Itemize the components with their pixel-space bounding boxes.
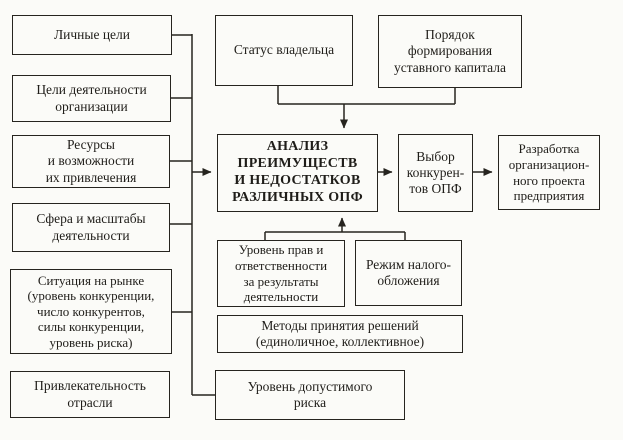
box-rights-responsibility-label: Уровень прав и ответственности за резуль… [234, 242, 328, 305]
box-decision-methods-label: Методы принятия решений (единоличное, ко… [255, 317, 425, 349]
box-personal-goals-label: Личные цели [53, 26, 130, 42]
box-capital-formation: Порядок формирования уставного капитала [378, 15, 522, 88]
box-industry-attractiveness: Привлекательность отрасли [10, 371, 170, 418]
box-organization-goals: Цели деятельности организации [12, 75, 171, 122]
box-risk-level-label: Уровень допустимого риска [247, 378, 373, 410]
box-owner-status: Статус владельца [215, 15, 353, 86]
box-tax-regime-label: Режим налого- обложения [365, 256, 452, 288]
box-rights-responsibility: Уровень прав и ответственности за резуль… [217, 240, 345, 307]
box-org-project-development: Разработка организацион- ного проекта пр… [498, 135, 600, 210]
box-capital-formation-label: Порядок формирования уставного капитала [394, 27, 506, 75]
box-decision-methods: Методы принятия решений (единоличное, ко… [217, 315, 463, 353]
box-resources: Ресурсы и возможности их привлечения [12, 135, 170, 188]
box-market-situation: Ситуация на рынке (уровень конкуренции, … [10, 269, 172, 354]
box-resources-label: Ресурсы и возможности их привлечения [45, 137, 137, 185]
box-org-project-development-label: Разработка организацион- ного проекта пр… [508, 141, 590, 204]
box-opf-choice-label: Выбор конкурен- тов ОПФ [406, 148, 465, 197]
box-analysis-central-label: АНАЛИЗ ПРЕИМУЩЕСТВ И НЕДОСТАТКОВ РАЗЛИЧН… [232, 139, 363, 205]
box-risk-level: Уровень допустимого риска [215, 370, 405, 420]
box-industry-attractiveness-label: Привлекательность отрасли [34, 378, 146, 410]
box-sphere-scale-label: Сфера и масштабы деятельности [36, 211, 146, 243]
box-organization-goals-label: Цели деятельности организации [36, 82, 147, 114]
box-sphere-scale: Сфера и масштабы деятельности [12, 203, 170, 252]
box-analysis-central: АНАЛИЗ ПРЕИМУЩЕСТВ И НЕДОСТАТКОВ РАЗЛИЧН… [217, 134, 378, 212]
box-owner-status-label: Статус владельца [233, 42, 335, 58]
box-personal-goals: Личные цели [12, 15, 172, 55]
box-market-situation-label: Ситуация на рынке (уровень конкуренции, … [27, 272, 155, 350]
box-opf-choice: Выбор конкурен- тов ОПФ [398, 134, 473, 212]
box-tax-regime: Режим налого- обложения [355, 240, 462, 306]
